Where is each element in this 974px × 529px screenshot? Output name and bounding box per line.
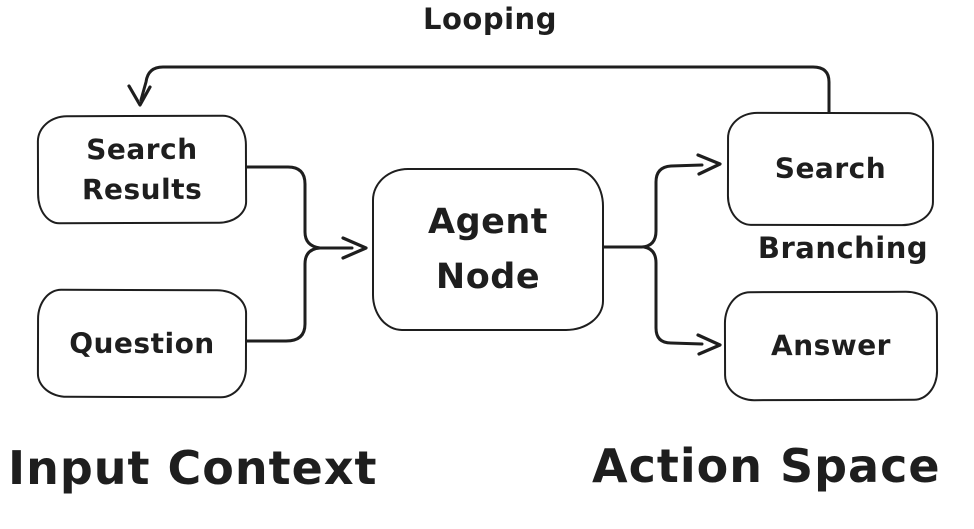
looping-label: Looping: [423, 2, 557, 36]
edge-agent-to-answer: [642, 245, 704, 346]
edge-search-results-to-agent: [242, 165, 322, 250]
node-answer-label: Answer: [770, 328, 892, 363]
arrowhead-right-icon: [696, 153, 722, 176]
node-agent-line2: Node: [435, 256, 541, 297]
edge-question-to-agent: [242, 246, 322, 343]
edge-agent-to-search: [599, 163, 704, 249]
node-question-label: Question: [69, 326, 215, 360]
arrowhead-right-icon: [341, 236, 368, 260]
node-search: Search: [726, 111, 935, 227]
action-space-label: Action Space: [592, 439, 941, 493]
input-context-label: Input Context: [8, 441, 378, 495]
node-search-results: Search Results: [36, 114, 248, 225]
arrowhead-right-icon: [696, 333, 722, 356]
branching-label: Branching: [757, 231, 929, 265]
node-agent: Agent Node: [372, 168, 604, 331]
node-question: Question: [36, 288, 248, 399]
node-search-label: Search: [774, 152, 887, 186]
node-search-results-line1: Search: [86, 132, 198, 166]
node-answer: Answer: [723, 290, 939, 402]
node-search-results-line2: Results: [81, 172, 203, 206]
arrowhead-down-icon: [127, 84, 152, 107]
node-agent-line1: Agent: [427, 202, 549, 243]
edge-loop-search-to-search-results: [139, 65, 831, 115]
